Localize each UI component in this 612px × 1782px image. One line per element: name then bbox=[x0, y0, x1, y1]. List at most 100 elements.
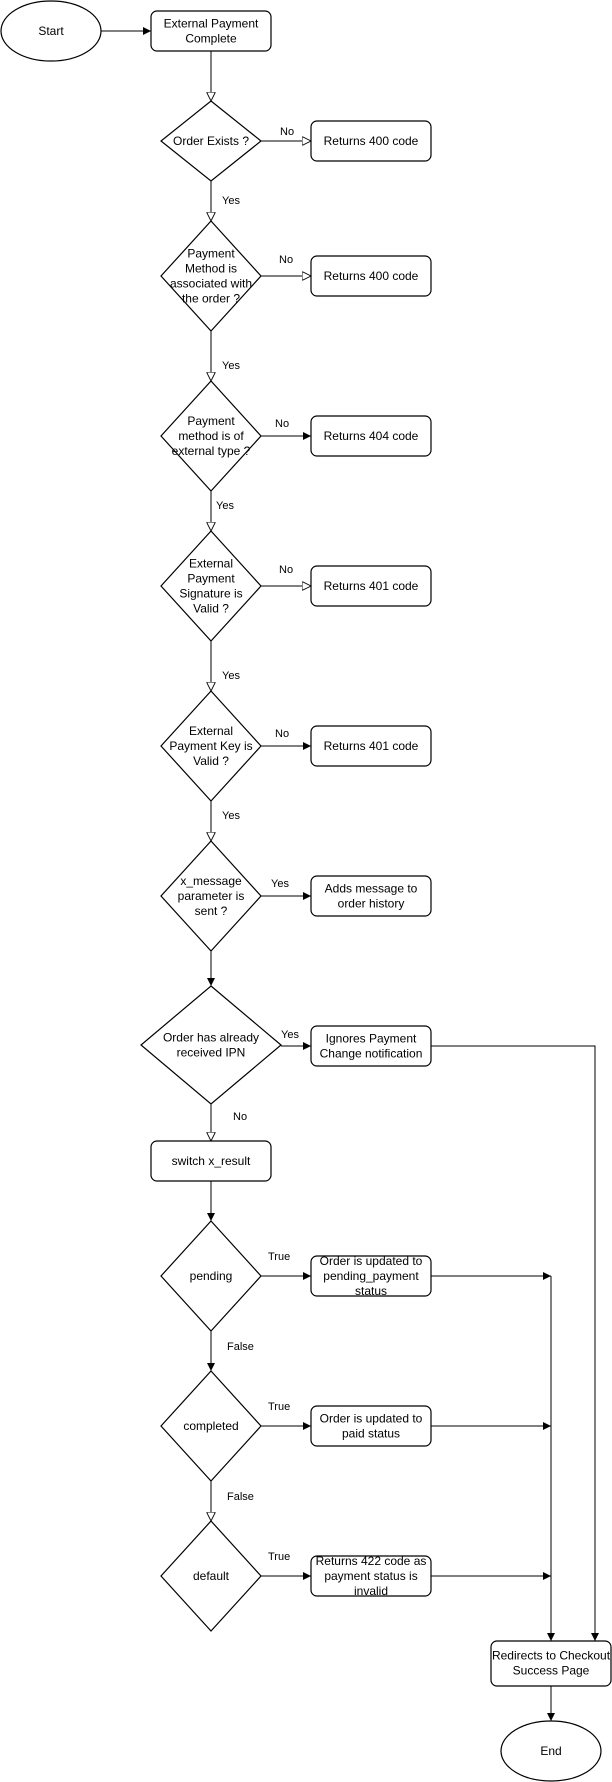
connectors bbox=[101, 27, 599, 1721]
node-label-line: associated with bbox=[170, 277, 252, 291]
node-label-line: status bbox=[355, 1284, 387, 1298]
returns-401-label-a: Returns 401 code bbox=[324, 579, 419, 593]
edge-label-default-true: True bbox=[268, 1551, 290, 1563]
adds-message-node bbox=[310, 875, 432, 917]
node-label-line: received IPN bbox=[177, 1046, 246, 1060]
external-payment-complete-node bbox=[150, 10, 272, 52]
edge-label-signature-no: No bbox=[279, 564, 293, 576]
updated-paid-node bbox=[310, 1405, 432, 1447]
node-label-line: Payment Key is bbox=[169, 739, 252, 753]
node-label-line: Order has already bbox=[163, 1031, 259, 1045]
node-label-line: Returns 404 code bbox=[324, 429, 419, 443]
returns-400-label-a: Returns 400 code bbox=[324, 134, 419, 148]
node-label-line: order history bbox=[338, 897, 405, 911]
updated-pending-node bbox=[310, 1255, 432, 1297]
node-label-line: Success Page bbox=[513, 1664, 590, 1678]
node-label-line: Returns 401 code bbox=[324, 579, 419, 593]
already-received-ipn-decision bbox=[140, 985, 282, 1105]
node-label-line: default bbox=[193, 1569, 230, 1583]
end-terminal bbox=[500, 1720, 602, 1782]
node-label-line: Ignores Payment bbox=[326, 1032, 417, 1046]
edge-label-key-no: No bbox=[275, 728, 289, 740]
edge-label-payment-method-yes: Yes bbox=[222, 360, 240, 372]
edge-label-external-type-no: No bbox=[275, 418, 289, 430]
switch-x-result-node bbox=[150, 1140, 272, 1182]
node-label-line: Order is updated to bbox=[320, 1412, 423, 1426]
edge-label-completed-false: False bbox=[227, 1491, 254, 1503]
returns-404-node bbox=[310, 415, 432, 457]
completed-label: completed bbox=[183, 1419, 238, 1433]
edge-label-order-exists-yes: Yes bbox=[222, 195, 240, 207]
key-valid-decision bbox=[160, 690, 262, 802]
edge-labels: No Yes No Yes No Yes No Yes No Yes Yes Y… bbox=[216, 126, 299, 1563]
node-label-line: Returns 400 code bbox=[324, 269, 419, 283]
node-label-line: Change notification bbox=[320, 1047, 423, 1061]
edge-label-order-exists-no: No bbox=[280, 126, 294, 138]
node-label-line: method is of bbox=[178, 429, 244, 443]
node-label-line: paid status bbox=[342, 1427, 400, 1441]
returns-400-node-a bbox=[310, 120, 432, 162]
completed-decision bbox=[160, 1370, 262, 1482]
node-label-line: switch x_result bbox=[172, 1154, 251, 1168]
node-label-line: Valid ? bbox=[193, 602, 229, 616]
node-label-line: Payment bbox=[187, 247, 235, 261]
returns-401-node-a bbox=[310, 565, 432, 607]
payment-method-associated-decision bbox=[160, 220, 262, 332]
returns-404-label: Returns 404 code bbox=[324, 429, 419, 443]
pending-label: pending bbox=[190, 1269, 233, 1283]
edge-label-signature-yes: Yes bbox=[222, 670, 240, 682]
edge-label-completed-true: True bbox=[268, 1401, 290, 1413]
node-label-line: x_message bbox=[180, 874, 242, 888]
node-label-line: Adds message to bbox=[325, 882, 418, 896]
edge-label-pending-true: True bbox=[268, 1251, 290, 1263]
node-label-line: Payment bbox=[187, 572, 235, 586]
start-label: Start bbox=[38, 24, 64, 38]
x-message-sent-decision bbox=[160, 840, 262, 952]
node-label-line: Returns 401 code bbox=[324, 739, 419, 753]
default-label: default bbox=[193, 1569, 230, 1583]
signature-valid-decision bbox=[160, 530, 262, 642]
node-label-line: Complete bbox=[185, 32, 237, 46]
returns-400-node-b bbox=[310, 255, 432, 297]
node-label-line: Order is updated to bbox=[320, 1254, 423, 1268]
node-label-line: Signature is bbox=[179, 587, 242, 601]
pending-decision bbox=[160, 1220, 262, 1332]
edge-label-pending-false: False bbox=[227, 1341, 254, 1353]
node-label-line: payment status is bbox=[324, 1569, 417, 1583]
returns-401-node-b bbox=[310, 725, 432, 767]
node-label-line: parameter is bbox=[178, 889, 245, 903]
order-exists-label: Order Exists ? bbox=[173, 134, 249, 148]
ignores-notification-node bbox=[310, 1025, 432, 1067]
edge-ignores-to-redirect bbox=[431, 1045, 599, 1641]
node-label-line: external type ? bbox=[172, 444, 251, 458]
node-label-line: Returns 422 code as bbox=[316, 1554, 427, 1568]
node-label-line: Order Exists ? bbox=[173, 134, 249, 148]
returns-422-node bbox=[310, 1555, 432, 1597]
returns-401-label-b: Returns 401 code bbox=[324, 739, 419, 753]
edge-label-key-yes: Yes bbox=[222, 810, 240, 822]
node-label-line: External Payment bbox=[164, 17, 259, 31]
node-label-line: External bbox=[189, 724, 233, 738]
node-label-line: pending_payment bbox=[323, 1269, 419, 1283]
returns-400-label-b: Returns 400 code bbox=[324, 269, 419, 283]
node-label-line: Redirects to Checkout bbox=[492, 1649, 611, 1663]
switch-x-result-label: switch x_result bbox=[172, 1154, 251, 1168]
node-label-line: the order ? bbox=[182, 292, 240, 306]
default-decision bbox=[160, 1520, 262, 1632]
edge-label-external-type-yes: Yes bbox=[216, 500, 234, 512]
node-label-line: Method is bbox=[185, 262, 237, 276]
node-label-line: pending bbox=[190, 1269, 233, 1283]
node-label-line: Payment bbox=[187, 414, 235, 428]
